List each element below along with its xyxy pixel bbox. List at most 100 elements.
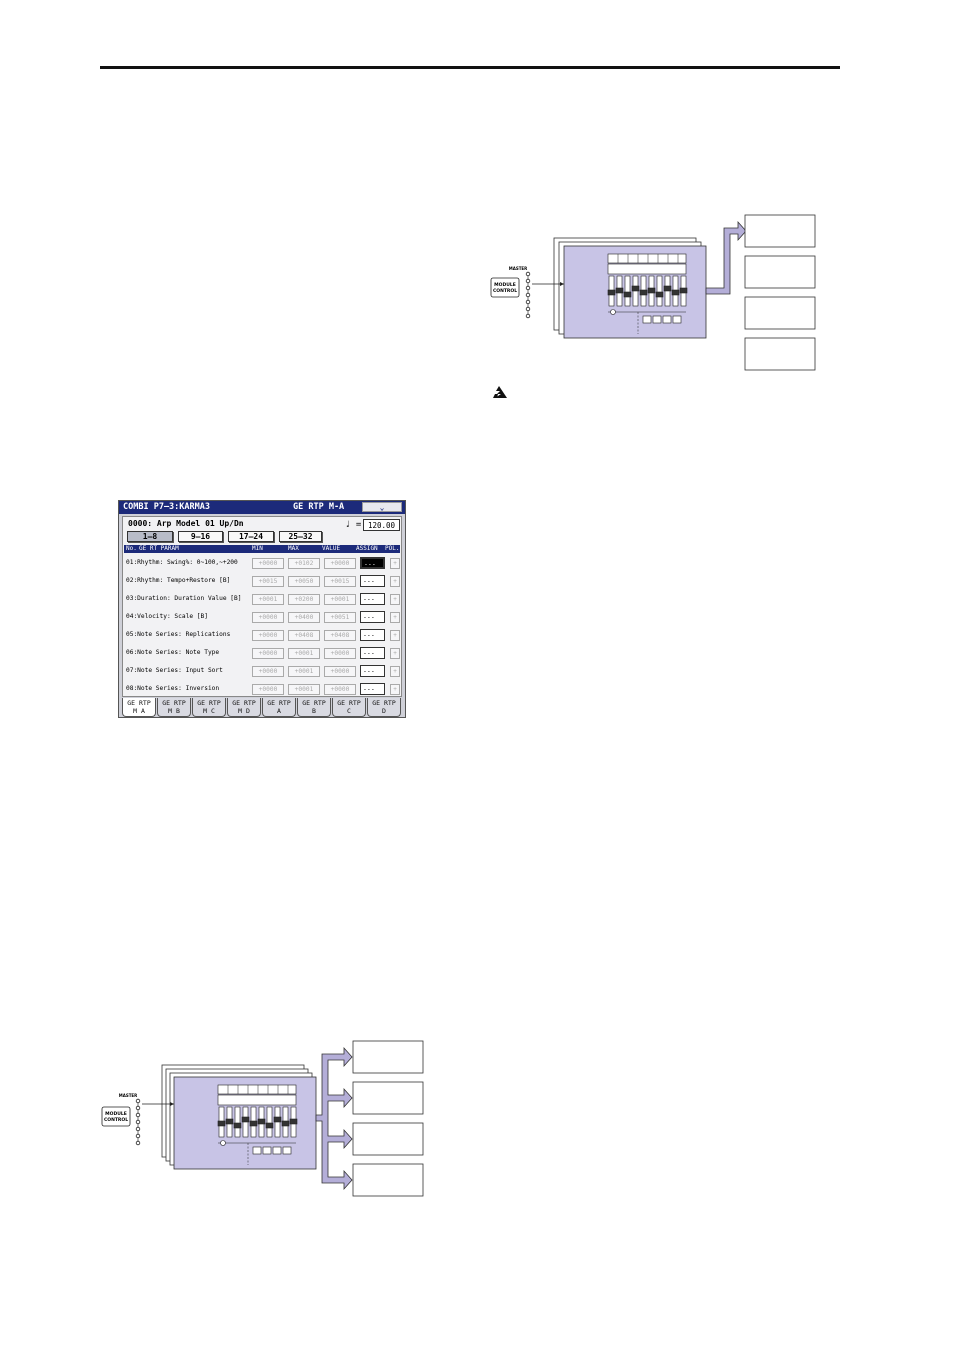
max-field[interactable]: +0400 (288, 612, 320, 623)
min-field[interactable]: +0000 (252, 558, 284, 569)
svg-text:CONTROL: CONTROL (493, 288, 517, 294)
assign-field[interactable]: --- (360, 665, 385, 677)
param-row: 03:Duration: Duration Value [B] +0001 +0… (124, 590, 400, 608)
page-menu-button[interactable]: ⌄ (362, 502, 402, 512)
param-name: 08:Note Series: Inversion (126, 685, 220, 692)
assign-field[interactable]: --- (360, 593, 385, 605)
param-row: 02:Rhythm: Tempo+Restore [B] +0015 +0050… (124, 572, 400, 590)
assign-field[interactable]: --- (360, 557, 385, 569)
pol-field[interactable]: + (390, 666, 400, 677)
max-field[interactable]: +0050 (288, 576, 320, 587)
param-row: 01:Rhythm: Swing%: 0~100,~+200 +0000 +01… (124, 554, 400, 572)
param-name: 01:Rhythm: Swing%: 0~100,~+200 (126, 559, 238, 566)
panel-knob-icon (610, 309, 616, 315)
branching-output-arrow (315, 1046, 353, 1191)
param-row: 08:Note Series: Inversion +0000 +0001 +0… (124, 680, 400, 698)
svg-text:MODULE: MODULE (105, 1111, 127, 1117)
module-control-diagram-bottom: MASTER MODULE CONTROL (100, 1035, 430, 1203)
assign-field[interactable]: --- (360, 683, 385, 695)
pol-field[interactable]: + (390, 648, 400, 659)
screen-title: COMBI P7–3:KARMA3 (123, 502, 210, 512)
value-field[interactable]: +0001 (324, 594, 356, 605)
assign-field[interactable]: --- (360, 629, 385, 641)
module-control-diagram-top: MASTER MODULE CONTROL (488, 208, 823, 374)
assign-field[interactable]: --- (360, 575, 385, 587)
param-name: 05:Note Series: Replications (126, 631, 231, 638)
param-name: 02:Rhythm: Tempo+Restore [B] (126, 577, 231, 584)
max-field[interactable]: +0408 (288, 630, 320, 641)
max-field[interactable]: +0001 (288, 666, 320, 677)
bank-button-1-8[interactable]: 1–8 (127, 531, 173, 542)
pol-field[interactable]: + (390, 630, 400, 641)
min-field[interactable]: +0015 (252, 576, 284, 587)
master-label: MASTER (119, 1093, 138, 1098)
bank-button-17-24[interactable]: 17–24 (228, 531, 274, 542)
panel-button-row (217, 1084, 297, 1106)
chevron-down-icon: ⌄ (379, 503, 385, 512)
param-row: 07:Note Series: Input Sort +0000 +0001 +… (124, 662, 400, 680)
master-dots (525, 271, 531, 319)
pol-field[interactable]: + (390, 558, 400, 569)
tempo-label: ♩ = (345, 520, 362, 530)
param-row: 06:Note Series: Note Type +0000 +0001 +0… (124, 644, 400, 662)
module-control-box (490, 277, 520, 298)
param-row: 04:Velocity: Scale [B] +0000 +0400 +0051… (124, 608, 400, 626)
top-rule (100, 66, 840, 69)
param-name: 04:Velocity: Scale [B] (126, 613, 208, 620)
value-field[interactable]: +0000 (324, 666, 356, 677)
output-arrow (705, 220, 747, 295)
min-field[interactable]: +0000 (252, 630, 284, 641)
screen-body: 0000: Arp Model 01 Up/Dn ♩ = 120.00 1–8 … (122, 516, 402, 697)
bank-button-25-32[interactable]: 25–32 (279, 531, 322, 542)
panel-sliders (607, 275, 688, 307)
value-field[interactable]: +0000 (324, 684, 356, 695)
output-boxes (744, 214, 816, 371)
panel-bottom-buttons (642, 315, 682, 324)
min-field[interactable]: +0000 (252, 684, 284, 695)
ge-name[interactable]: 0000: Arp Model 01 Up/Dn (128, 519, 244, 528)
assign-field[interactable]: --- (360, 611, 385, 623)
panel-bottom-buttons (252, 1146, 292, 1155)
master-label: MASTER (509, 266, 528, 271)
bank-button-9-16[interactable]: 9–16 (178, 531, 223, 542)
tempo-field[interactable]: 120.00 (363, 519, 400, 531)
max-field[interactable]: +0200 (288, 594, 320, 605)
value-field[interactable]: +0408 (324, 630, 356, 641)
min-field[interactable]: +0001 (252, 594, 284, 605)
max-field[interactable]: +0001 (288, 684, 320, 695)
max-field[interactable]: +0102 (288, 558, 320, 569)
output-boxes (352, 1040, 424, 1197)
value-field[interactable]: +0051 (324, 612, 356, 623)
value-field[interactable]: +0000 (324, 648, 356, 659)
pol-field[interactable]: + (390, 576, 400, 587)
param-row: 05:Note Series: Replications +0000 +0408… (124, 626, 400, 644)
panel-sliders (217, 1106, 298, 1138)
panel-button-row (607, 253, 687, 275)
min-field[interactable]: +0000 (252, 648, 284, 659)
pol-field[interactable]: + (390, 612, 400, 623)
min-field[interactable]: +0000 (252, 612, 284, 623)
min-field[interactable]: +0000 (252, 666, 284, 677)
pol-field[interactable]: + (390, 594, 400, 605)
karma-screen: COMBI P7–3:KARMA3 GE RTP M-A ⌄ 0000: Arp… (118, 500, 406, 718)
caution-icon (493, 386, 507, 398)
svg-text:CONTROL: CONTROL (104, 1117, 128, 1123)
svg-text:MODULE: MODULE (494, 282, 516, 288)
master-dots (135, 1098, 141, 1146)
max-field[interactable]: +0001 (288, 648, 320, 659)
param-name: 07:Note Series: Input Sort (126, 667, 223, 674)
assign-field[interactable]: --- (360, 647, 385, 659)
param-name: 03:Duration: Duration Value [B] (126, 595, 242, 602)
value-field[interactable]: +0015 (324, 576, 356, 587)
pol-field[interactable]: + (390, 684, 400, 695)
value-field[interactable]: +0000 (324, 558, 356, 569)
